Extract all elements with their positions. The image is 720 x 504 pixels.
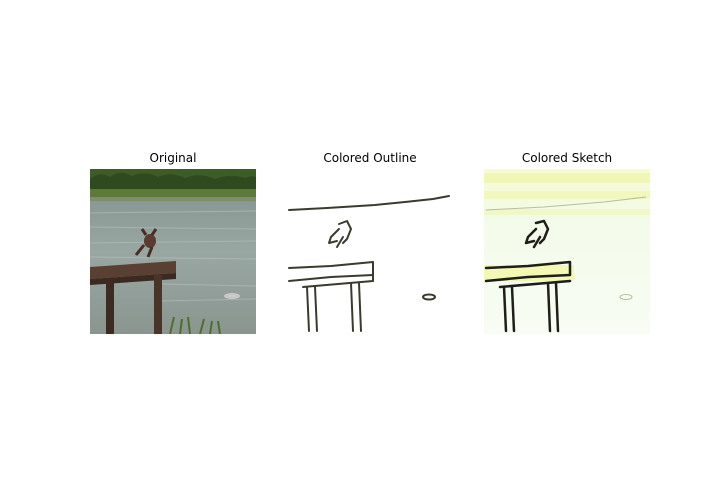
original-image bbox=[90, 169, 256, 334]
panel-title: Colored Outline bbox=[323, 151, 417, 165]
panel-title: Colored Sketch bbox=[521, 151, 613, 165]
sketch-image bbox=[484, 169, 650, 334]
outline-image bbox=[287, 169, 453, 334]
panel-title: Original bbox=[149, 151, 197, 165]
